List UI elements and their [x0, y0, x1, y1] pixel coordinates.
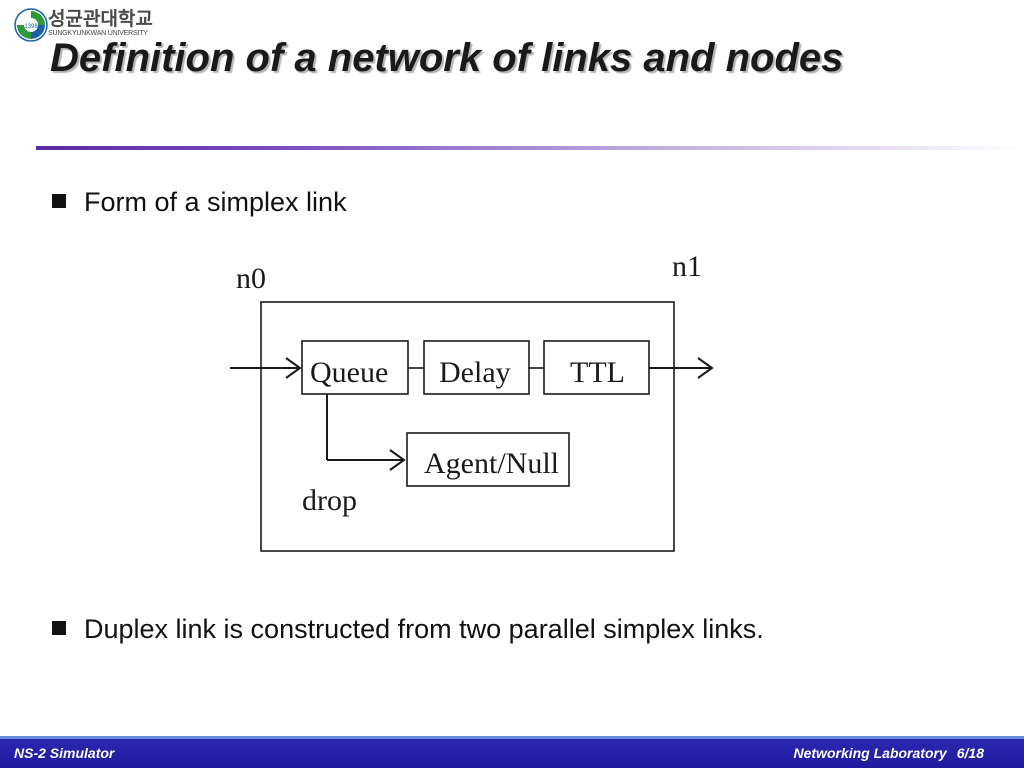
ttl-label: TTL [570, 356, 625, 389]
bullet-item: Duplex link is constructed from two para… [52, 613, 764, 645]
footer-lab-name: Networking Laboratory [793, 745, 947, 761]
slide-footer: NS-2 Simulator Networking Laboratory 6/18 [0, 736, 1024, 768]
bullet-item: Form of a simplex link [52, 186, 347, 218]
delay-label: Delay [439, 356, 511, 389]
bullet-text: Form of a simplex link [84, 187, 347, 217]
queue-box [301, 340, 409, 395]
queue-label: Queue [310, 356, 388, 389]
node-label-n1: n1 [672, 250, 702, 283]
link-container [260, 301, 675, 552]
agent-null-box [406, 432, 570, 487]
footer-right: Networking Laboratory 6/18 [794, 745, 985, 761]
drop-arrow [326, 394, 406, 471]
output-arrow [649, 357, 714, 379]
input-arrow [230, 357, 302, 379]
slide-title: Definition of a network of links and nod… [50, 36, 844, 80]
node-label-n0: n0 [236, 262, 266, 295]
university-logo: 1398 성균관대학교 SUNGKYUNKWAN UNIVERSITY [14, 8, 164, 42]
square-bullet-icon [52, 194, 66, 208]
square-bullet-icon [52, 621, 66, 635]
drop-label: drop [302, 484, 357, 517]
page-number: 6/18 [956, 745, 984, 761]
agent-null-label: Agent/Null [424, 447, 559, 480]
university-emblem-icon: 1398 [14, 8, 48, 42]
logo-korean-text: 성균관대학교 [48, 8, 153, 30]
delay-box [423, 340, 530, 395]
footer-course-title: NS-2 Simulator [14, 745, 115, 761]
bullet-text: Duplex link is constructed from two para… [84, 614, 764, 644]
logo-english-text: SUNGKYUNKWAN UNIVERSITY [48, 30, 148, 37]
logo-year: 1398 [24, 24, 38, 30]
ttl-box [543, 340, 650, 395]
title-divider [36, 146, 1024, 150]
